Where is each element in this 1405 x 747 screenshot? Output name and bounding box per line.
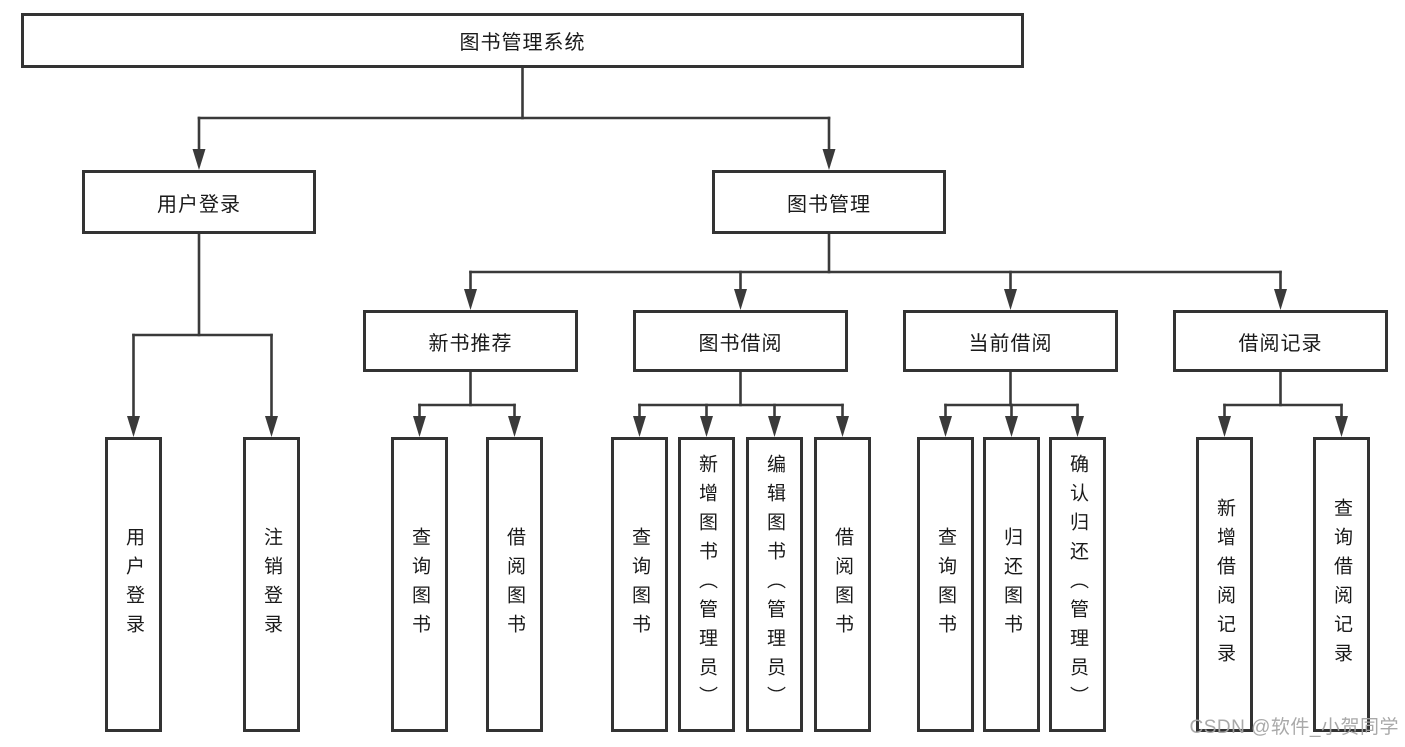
node-label: 借阅图书 xyxy=(504,526,525,643)
node-book-management: 图书管理 xyxy=(712,170,946,234)
node-label: 查询图书 xyxy=(409,526,430,643)
node-leaf-borrow-books-1: 借阅图书 xyxy=(486,437,543,732)
node-label: 当前借阅 xyxy=(968,332,1053,355)
node-book-borrowing: 图书借阅 xyxy=(633,310,848,372)
node-label: 归还图书 xyxy=(1001,526,1022,643)
connector-book-borrowing-children xyxy=(633,370,849,437)
node-leaf-query-books-2: 查询图书 xyxy=(611,437,668,732)
connector-user-login-children xyxy=(127,232,278,437)
node-leaf-borrow-books-2: 借阅图书 xyxy=(814,437,871,732)
node-leaf-logout: 注销登录 xyxy=(243,437,300,732)
node-user-login: 用户登录 xyxy=(82,170,316,234)
node-label: 借阅图书 xyxy=(832,526,853,643)
node-label: 新增借阅记录 xyxy=(1214,497,1235,672)
node-label: 图书管理系统 xyxy=(459,32,586,54)
node-label: 查询图书 xyxy=(935,526,956,643)
connector-borrowing-records-children xyxy=(1218,370,1348,437)
node-system-root: 图书管理系统 xyxy=(21,13,1024,68)
node-leaf-add-books-admin: 新增图书（管理员） xyxy=(678,437,735,732)
node-borrowing-records: 借阅记录 xyxy=(1173,310,1388,372)
node-current-borrowing: 当前借阅 xyxy=(903,310,1118,372)
connector-new-book-recommend-children xyxy=(413,370,521,437)
node-leaf-return-books: 归还图书 xyxy=(983,437,1040,732)
node-label: 用户登录 xyxy=(157,193,241,216)
node-label: 新增图书（管理员） xyxy=(696,454,717,715)
node-leaf-query-borrow-record: 查询借阅记录 xyxy=(1313,437,1370,732)
node-new-book-recommend: 新书推荐 xyxy=(363,310,578,372)
connector-book-management-to-level3 xyxy=(464,232,1287,310)
node-label: 确认归还（管理员） xyxy=(1067,454,1088,715)
node-leaf-query-books-3: 查询图书 xyxy=(917,437,974,732)
node-leaf-edit-books-admin: 编辑图书（管理员） xyxy=(746,437,803,732)
node-leaf-query-books-1: 查询图书 xyxy=(391,437,448,732)
node-label: 图书借阅 xyxy=(698,332,783,355)
node-label: 注销登录 xyxy=(261,526,282,643)
node-label: 借阅记录 xyxy=(1238,332,1323,355)
node-label: 用户登录 xyxy=(123,526,144,643)
node-label: 查询图书 xyxy=(629,526,650,643)
node-label: 查询借阅记录 xyxy=(1331,497,1352,672)
node-label: 图书管理 xyxy=(787,193,871,216)
node-leaf-user-login: 用户登录 xyxy=(105,437,162,732)
node-leaf-confirm-return-admin: 确认归还（管理员） xyxy=(1049,437,1106,732)
node-label: 编辑图书（管理员） xyxy=(764,454,785,715)
node-leaf-add-borrow-record: 新增借阅记录 xyxy=(1196,437,1253,732)
connector-root-to-level2 xyxy=(192,66,836,170)
node-label: 新书推荐 xyxy=(428,332,513,355)
connector-current-borrowing-children xyxy=(939,370,1084,437)
